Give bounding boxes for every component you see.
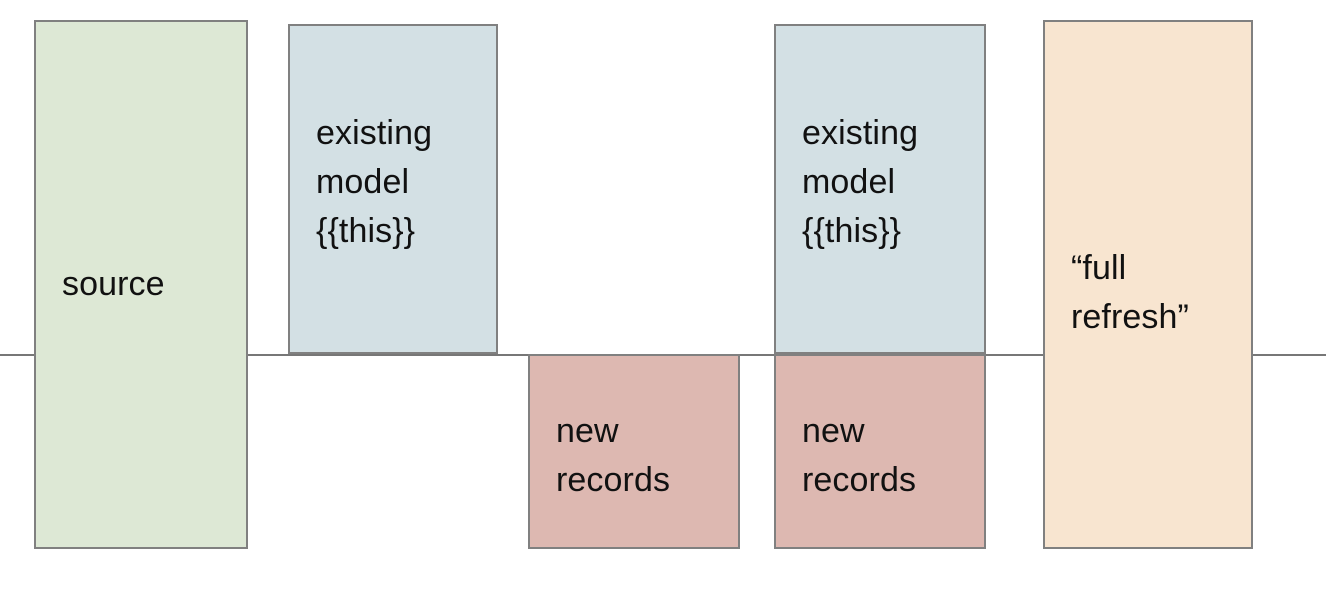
box-full-refresh-label: “full refresh”	[1071, 248, 1189, 336]
box-source[interactable]: source	[34, 20, 248, 549]
box-existing-model-2-label: existing model {{this}}	[802, 113, 919, 250]
box-existing-model-2[interactable]: existing model {{this}}	[774, 24, 986, 354]
box-new-records-2[interactable]: new records	[774, 354, 986, 549]
box-full-refresh[interactable]: “full refresh”	[1043, 20, 1253, 549]
box-new-records-2-label: new records	[802, 411, 917, 499]
box-new-records-1-label: new records	[556, 411, 671, 499]
box-new-records-1[interactable]: new records	[528, 354, 740, 549]
box-existing-model-1-label: existing model {{this}}	[316, 113, 433, 250]
box-existing-model-1[interactable]: existing model {{this}}	[288, 24, 498, 354]
box-source-label: source	[62, 265, 165, 303]
